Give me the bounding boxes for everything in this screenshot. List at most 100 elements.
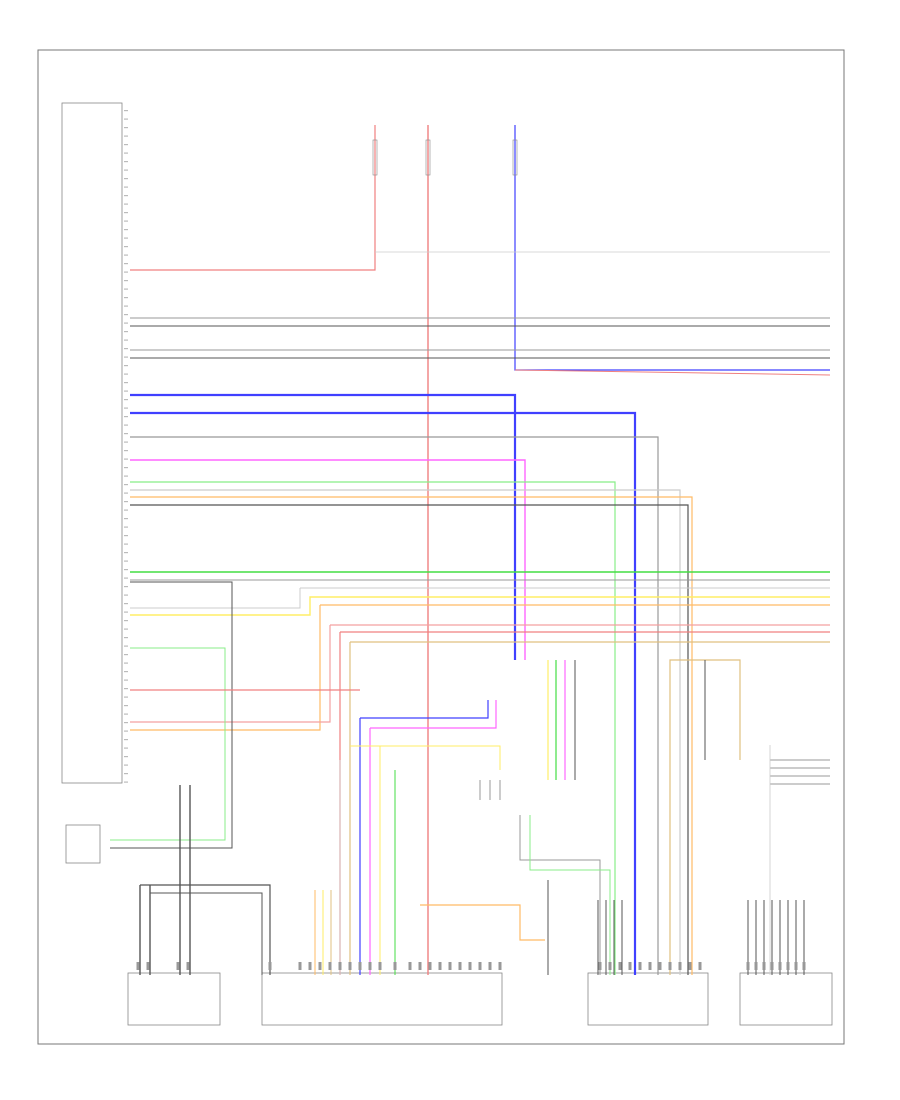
terminal-pin — [368, 962, 372, 970]
terminal-pin — [428, 962, 432, 970]
module-pin-tick — [124, 373, 128, 375]
module-pin-tick — [124, 475, 128, 477]
wire-fuse1-red — [130, 125, 376, 271]
terminal-pin — [448, 962, 452, 970]
wire-gray-long-2 — [130, 587, 830, 609]
module-pin-tick — [124, 645, 128, 647]
module-pin-tick — [124, 620, 128, 622]
module-pin-tick — [124, 195, 128, 197]
module-pin-tick — [124, 280, 128, 282]
module-pin-tick — [124, 186, 128, 188]
module-pin-tick — [124, 220, 128, 222]
module-pin-tick — [124, 229, 128, 231]
terminal-pin — [458, 962, 462, 970]
terminal-pin — [638, 962, 642, 970]
terminal-pin — [186, 962, 190, 970]
terminal-pin — [778, 962, 782, 970]
wire-magenta-1 — [130, 459, 526, 660]
module-pin-tick — [124, 144, 128, 146]
module-pin-tick — [124, 756, 128, 758]
terminal-pin — [618, 962, 622, 970]
module-pin-tick — [124, 501, 128, 503]
terminal-pin — [478, 962, 482, 970]
terminal-pin — [498, 962, 502, 970]
module-pin-tick — [124, 781, 128, 783]
rear-control-box — [739, 972, 833, 1026]
wire-yellow-long — [130, 596, 830, 616]
module-pin-tick — [124, 654, 128, 656]
module-pin-tick — [124, 611, 128, 613]
module-pin-tick — [124, 288, 128, 290]
nav-control-module-box — [61, 102, 123, 784]
terminal-pin — [338, 962, 342, 970]
wire-lightgreen-1 — [130, 481, 616, 975]
module-pin-tick — [124, 467, 128, 469]
terminal-pin — [678, 962, 682, 970]
module-pin-tick — [124, 696, 128, 698]
module-pin-tick — [124, 577, 128, 579]
module-pin-tick — [124, 679, 128, 681]
wire-yellow-down — [350, 745, 501, 975]
terminal-pin — [688, 962, 692, 970]
module-pin-tick — [124, 484, 128, 486]
module-pin-tick — [124, 161, 128, 163]
speaker-module-box — [587, 972, 709, 1026]
module-pin-tick — [124, 433, 128, 435]
module-pin-tick — [124, 586, 128, 588]
terminal-pin — [786, 962, 790, 970]
terminal-pin — [393, 962, 397, 970]
module-pin-tick — [124, 390, 128, 392]
digital-antenna-box — [261, 972, 503, 1026]
wire-orange-long — [130, 604, 830, 731]
module-pin-tick — [124, 152, 128, 154]
fuse-symbol — [372, 139, 378, 176]
terminal-pin — [438, 962, 442, 970]
terminal-pin — [308, 962, 312, 970]
module-pin-tick — [124, 671, 128, 673]
module-pin-tick — [124, 594, 128, 596]
module-pin-tick — [124, 509, 128, 511]
terminal-pin — [746, 962, 750, 970]
module-pin-tick — [124, 322, 128, 324]
terminal-pin — [358, 962, 362, 970]
module-pin-tick — [124, 331, 128, 333]
module-pin-tick — [124, 535, 128, 537]
module-pin-tick — [124, 297, 128, 299]
module-pin-tick — [124, 518, 128, 520]
module-pin-tick — [124, 739, 128, 741]
wire-mid-3 — [529, 815, 611, 975]
terminal-pin — [136, 962, 140, 970]
fuse-symbol — [425, 139, 431, 176]
module-pin-tick — [124, 348, 128, 350]
module-pin-tick — [124, 688, 128, 690]
wire-lightgray-1 — [130, 489, 681, 975]
module-pin-tick — [124, 458, 128, 460]
module-pin-tick — [124, 603, 128, 605]
terminal-pin — [668, 962, 672, 970]
terminal-pin — [754, 962, 758, 970]
terminal-pin — [794, 962, 798, 970]
wire-tan-long — [349, 641, 830, 975]
module-pin-tick — [124, 543, 128, 545]
module-pin-tick — [124, 526, 128, 528]
terminal-pin — [488, 962, 492, 970]
module-pin-tick — [124, 713, 128, 715]
terminal-pin — [298, 962, 302, 970]
terminal-pin — [762, 962, 766, 970]
module-pin-tick — [124, 705, 128, 707]
wire-orange-bracket — [420, 904, 545, 941]
module-pin-tick — [124, 178, 128, 180]
wire-orange-1 — [130, 496, 693, 975]
module-pin-tick — [124, 637, 128, 639]
module-pin-tick — [124, 118, 128, 120]
fuse-symbol — [512, 139, 518, 176]
module-pin-tick — [124, 662, 128, 664]
module-pin-tick — [124, 339, 128, 341]
module-pin-tick — [124, 450, 128, 452]
module-pin-tick — [124, 424, 128, 426]
terminal-pin — [328, 962, 332, 970]
terminal-pin — [418, 962, 422, 970]
module-pin-tick — [124, 212, 128, 214]
module-pin-tick — [124, 356, 128, 358]
